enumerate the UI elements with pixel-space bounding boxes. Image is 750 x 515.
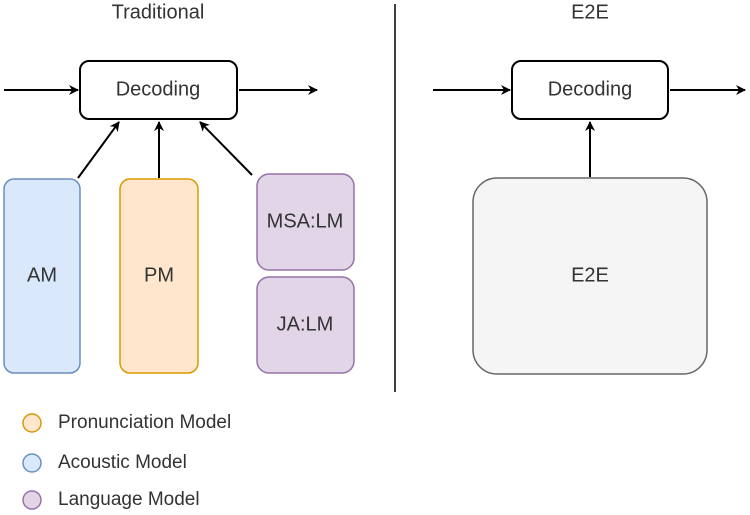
pm-label: PM bbox=[144, 264, 174, 286]
e2e-decoding-box bbox=[511, 60, 669, 120]
legend-label-language: Language Model bbox=[58, 489, 200, 510]
e2e-title: E2E bbox=[571, 1, 609, 23]
traditional-title: Traditional bbox=[112, 1, 205, 23]
legend-swatch-language bbox=[22, 490, 42, 510]
legend-swatch-pronunciation bbox=[22, 413, 42, 433]
e2e-model-box bbox=[472, 177, 708, 375]
lm-to-decoding-arrow bbox=[199, 121, 253, 176]
traditional-decoding-box bbox=[79, 60, 238, 120]
am-to-decoding-arrow bbox=[77, 121, 120, 179]
pm-box bbox=[119, 178, 199, 374]
legend-label-pronunciation: Pronunciation Model bbox=[58, 412, 231, 433]
msa-lm-box bbox=[256, 173, 355, 271]
legend-swatch-acoustic bbox=[22, 453, 42, 473]
msa-lm-label: MSA:LM bbox=[267, 210, 344, 232]
am-box bbox=[3, 178, 81, 374]
traditional-decoding-label: Decoding bbox=[116, 78, 201, 100]
e2e-model-label: E2E bbox=[571, 264, 609, 286]
ja-lm-label: JA:LM bbox=[277, 313, 334, 335]
legend-label-acoustic: Acoustic Model bbox=[58, 452, 187, 473]
am-label: AM bbox=[27, 264, 57, 286]
legend: Pronunciation Model Acoustic Model Langu… bbox=[22, 412, 231, 510]
e2e-decoding-label: Decoding bbox=[548, 78, 633, 100]
ja-lm-box bbox=[256, 276, 355, 374]
